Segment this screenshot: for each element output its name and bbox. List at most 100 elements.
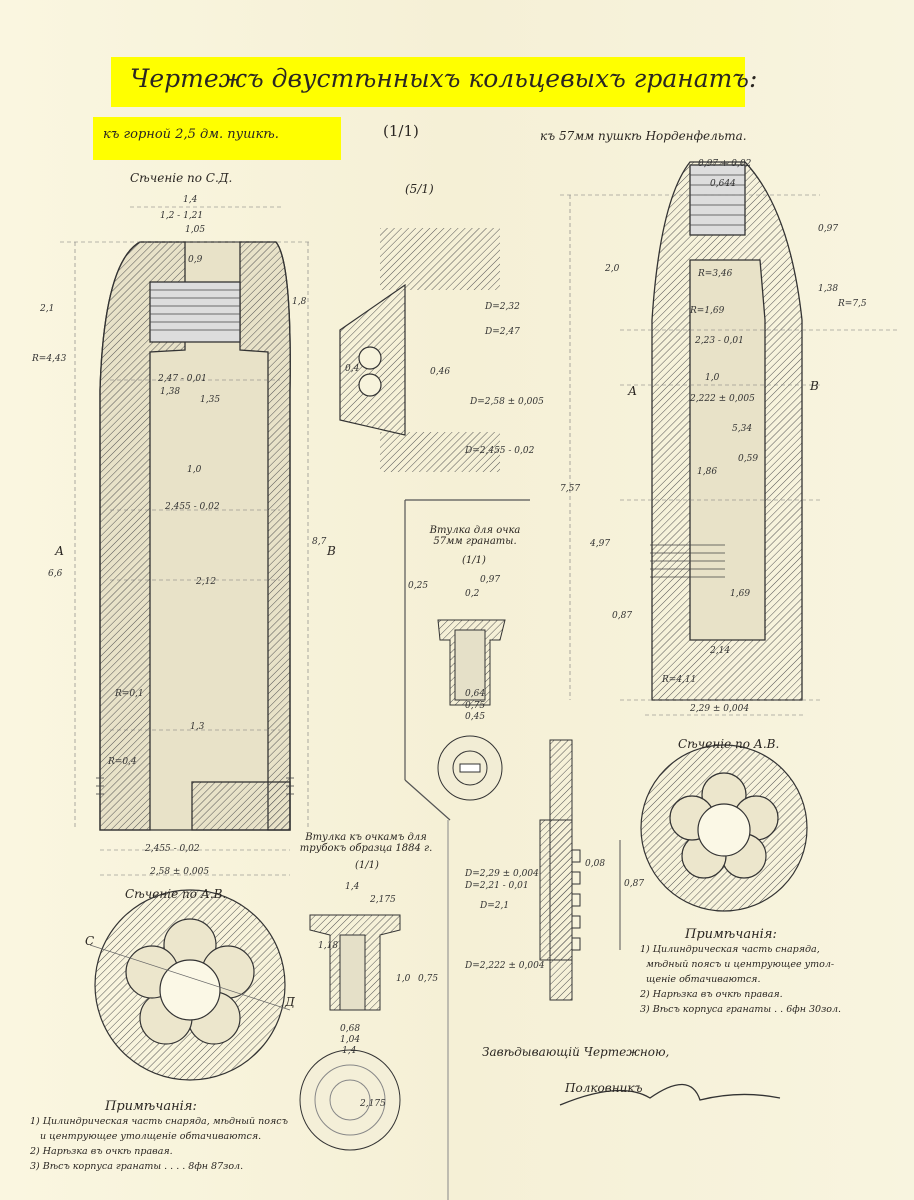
- dim: 7,57: [560, 484, 581, 494]
- notes-right: Примѣчанія: 1) Цилиндрическая часть снар…: [640, 927, 842, 1017]
- note-item: 2) Нарѣзка въ очкѣ правая.: [30, 1146, 173, 1158]
- dim: D=2,455 - 0,02: [465, 446, 535, 456]
- dim: 2,14: [710, 646, 731, 656]
- dim: 1,0: [187, 465, 202, 475]
- dim: 4,97: [590, 539, 611, 549]
- bushing-1884-scale: (1/1): [355, 860, 379, 871]
- dim: R=0,4: [108, 757, 137, 767]
- subtitle-highlight: [93, 117, 341, 160]
- dim: 0,97: [480, 575, 501, 585]
- dim: 2,175: [360, 1099, 386, 1109]
- dim: R=1,69: [690, 306, 725, 316]
- dim: 1,86: [697, 467, 718, 477]
- dim: 1,69: [730, 589, 751, 599]
- bushing-1884-label: Втулка къ очкамъ для трубокъ образца 188…: [299, 832, 433, 854]
- detail-scale: (5/1): [405, 182, 434, 196]
- dim: 1,38: [160, 387, 181, 397]
- section-ab-label-left: Сѣченіе по А.В.: [125, 887, 227, 901]
- dim: D=2,32: [485, 302, 520, 312]
- note-item: 1) Цилиндрическая часть снаряда,: [640, 944, 820, 956]
- dim: D=2,58 ± 0,005: [470, 397, 544, 407]
- dim: 2,23 - 0,01: [695, 336, 744, 346]
- dim: 2,12: [196, 577, 217, 587]
- dim: 0,75: [465, 701, 486, 711]
- notes-left: Примѣчанія: 1) Цилиндрическая часть снар…: [30, 1099, 288, 1174]
- dim: 2,455 - 0,02: [145, 844, 200, 854]
- dim: 0,08: [585, 859, 606, 869]
- dim: 6,6: [48, 569, 63, 579]
- dim: R=0,1: [115, 689, 144, 699]
- note-item: и центрующее утолщеніе обтачиваются.: [40, 1131, 262, 1143]
- dim: 2,0: [605, 264, 620, 274]
- section-cd-label: Сѣченіе по С.Д.: [130, 171, 233, 185]
- dim: 0,87: [624, 879, 645, 889]
- dim: D=2,21 - 0,01: [465, 881, 529, 891]
- dim: D=2,222 ± 0,004: [465, 961, 545, 971]
- left-cross-section-circle: [89, 889, 291, 1081]
- dim: 0,2: [465, 589, 480, 599]
- signature-rank: Полковникъ: [565, 1081, 643, 1095]
- signature-mark: [559, 1083, 781, 1106]
- dim: 0,87: [612, 611, 633, 621]
- bushing-57-scale: (1/1): [462, 555, 486, 566]
- ring-section: [539, 739, 621, 1001]
- dim: R=7,5: [838, 299, 867, 309]
- dim: 1,18: [318, 941, 339, 951]
- dim: 1,8: [292, 297, 307, 307]
- title-highlight: [111, 57, 745, 107]
- dim: 1,4: [342, 1046, 357, 1056]
- dim: 1,04: [340, 1035, 361, 1045]
- bushing-57-drawing: [437, 619, 506, 801]
- dim: D=2,29 ± 0,004: [465, 869, 539, 879]
- left-shell-section: [60, 206, 310, 876]
- letter-a-right: А: [628, 384, 638, 398]
- dim: 1,4: [345, 882, 360, 892]
- letter-b-right: В: [810, 379, 819, 393]
- notes-left-heading: Примѣчанія:: [105, 1099, 197, 1114]
- dim: 1,35: [200, 395, 221, 405]
- note-item: 3) Вѣсъ корпуса гранаты . . 6фн 30зол.: [640, 1004, 842, 1016]
- dim: 0,64: [465, 689, 486, 699]
- note-item: 1) Цилиндрическая часть снаряда, мѣдный …: [30, 1116, 288, 1128]
- dim: 2,1: [40, 304, 55, 314]
- dim: 1,2 - 1,21: [160, 211, 204, 221]
- dim: R=3,46: [698, 269, 733, 279]
- note-item: 3) Вѣсъ корпуса гранаты . . . . 8фн 87зо…: [30, 1161, 244, 1173]
- letter-c: С: [85, 934, 95, 948]
- letter-b-left: В: [327, 544, 336, 558]
- bushing-57-label: Втулка для очка 57мм гранаты.: [429, 525, 521, 547]
- dim: D=2,1: [480, 901, 510, 911]
- dim: 0,45: [465, 712, 486, 722]
- signature-title: Завѣдывающій Чертежною,: [482, 1045, 670, 1059]
- dim: 1,38: [818, 284, 839, 294]
- dim: D=2,47: [485, 327, 520, 337]
- right-cross-section-circle: [640, 744, 808, 912]
- left-subtitle: къ горной 2,5 дм. пушкѣ.: [103, 127, 279, 142]
- dim: 5,34: [732, 424, 753, 434]
- dim: 0,4: [345, 364, 360, 374]
- dim: 2,29 ± 0,004: [690, 704, 750, 714]
- dim: 2,222 ± 0,005: [690, 394, 755, 404]
- dim: 0,25: [408, 581, 429, 591]
- dim: 0,68: [340, 1024, 361, 1034]
- dim: 1,3: [190, 722, 205, 732]
- dim: 1,4: [183, 195, 198, 205]
- drawing-title: Чертежъ двустѣнныхъ кольцевыхъ гранатъ:: [130, 64, 758, 93]
- dim: 1,0: [705, 373, 720, 383]
- bushing-1884-drawing: [299, 914, 401, 1151]
- dim: R=4,11: [662, 675, 697, 685]
- main-scale: (1/1): [383, 122, 419, 140]
- letter-d: Д: [285, 995, 295, 1009]
- dim: 2,455 - 0,02: [165, 502, 220, 512]
- note-item: мѣдный поясъ и центрующее утол-: [646, 959, 835, 971]
- note-item: щеніе обтачиваются.: [646, 974, 761, 986]
- dim: 2,58 ± 0,005: [150, 867, 210, 877]
- section-ab-label-right: Сѣченіе по А.В.: [678, 737, 780, 751]
- dim: 0,46: [430, 367, 451, 377]
- dim: 1,0: [396, 974, 411, 984]
- dim: R=4,43: [32, 354, 67, 364]
- right-subtitle: къ 57мм пушкѣ Норденфельта.: [540, 129, 747, 143]
- notes-right-heading: Примѣчанія:: [685, 927, 777, 942]
- dim: 2,47 - 0,01: [158, 374, 207, 384]
